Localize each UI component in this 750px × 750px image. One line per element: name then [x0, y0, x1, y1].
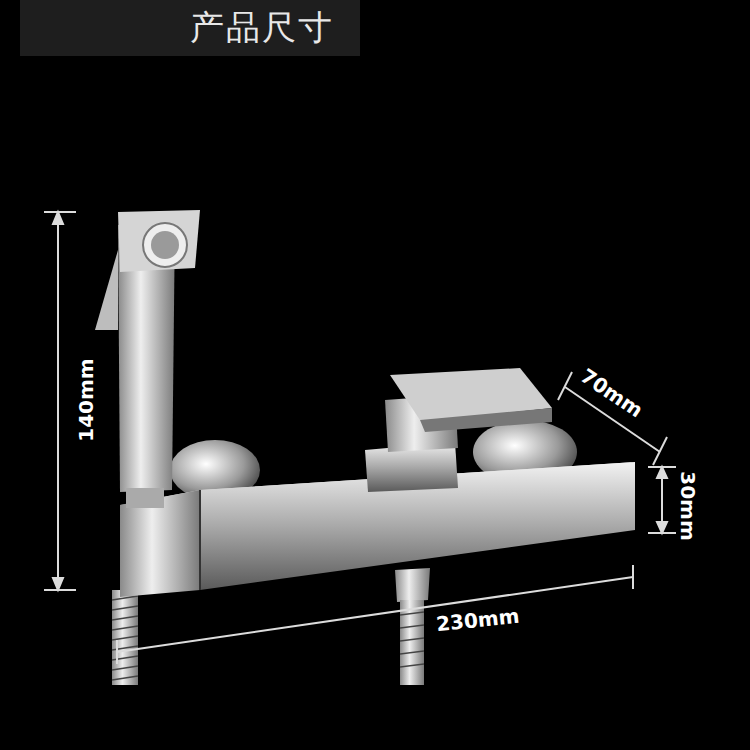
- title-band: [20, 0, 360, 56]
- water-inlet: [395, 568, 430, 685]
- title: 产品尺寸: [190, 5, 334, 51]
- hose: [112, 590, 138, 685]
- spout-and-lever: [365, 368, 552, 492]
- dimension-label: 30mm: [677, 468, 699, 544]
- dimension-label: 230mm: [432, 604, 523, 635]
- dimension-label: 70mm: [575, 363, 650, 423]
- bidet-sprayer: [95, 210, 200, 508]
- dimension-lines: [44, 212, 676, 664]
- dimension-label: 140mm: [75, 355, 97, 444]
